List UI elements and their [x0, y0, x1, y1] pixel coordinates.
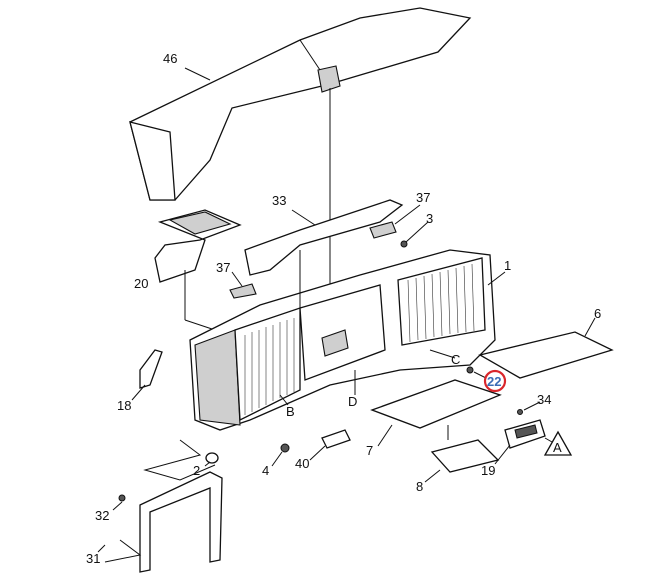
- part-37-clip-left: [229, 283, 257, 299]
- part-18-bracket: [139, 349, 163, 389]
- part-40-connector: [321, 429, 351, 449]
- callout-31: 31: [86, 551, 100, 566]
- callout-33: 33: [272, 193, 286, 208]
- part-1-instrument-panel: [189, 249, 496, 431]
- callout-19: 19: [481, 463, 495, 478]
- part-3-screw: [400, 240, 408, 248]
- part-2-grommet: [205, 452, 219, 464]
- reference-triangle-a: [543, 430, 573, 456]
- callout-3: 3: [426, 211, 433, 226]
- part-46-top-trim: [129, 7, 472, 201]
- part-6-panel: [478, 331, 614, 379]
- part-33-upper-trim: [244, 199, 404, 276]
- callout-7: 7: [366, 443, 373, 458]
- callout-18: 18: [117, 398, 131, 413]
- part-4-bolt: [280, 443, 290, 453]
- part-32-clip: [118, 494, 126, 502]
- callout-46: 46: [163, 51, 177, 66]
- part-31-frame: [139, 471, 223, 573]
- callout-4: 4: [262, 463, 269, 478]
- callout-1: 1: [504, 258, 511, 273]
- callout-6: 6: [594, 306, 601, 321]
- callout-22: 22: [487, 374, 501, 389]
- callout-d: D: [348, 394, 357, 409]
- callout-8: 8: [416, 479, 423, 494]
- callout-c: C: [451, 352, 460, 367]
- callout-32: 32: [95, 508, 109, 523]
- part-7-panel: [370, 379, 502, 429]
- callout-37: 37: [416, 190, 430, 205]
- part-20-cover: [154, 209, 242, 283]
- callout-37: 37: [216, 260, 230, 275]
- callout-40: 40: [295, 456, 309, 471]
- callout-2: 2: [193, 463, 200, 478]
- callout-34: 34: [537, 392, 551, 407]
- part-19-switch: [504, 419, 546, 449]
- callout-b: B: [286, 404, 295, 419]
- callout-20: 20: [134, 276, 148, 291]
- callout-a: A: [553, 440, 562, 455]
- part-22-clip: [466, 366, 474, 374]
- part-37-clip-right: [369, 221, 397, 239]
- part-34-screw: [517, 409, 523, 415]
- highlight-circle-22: [483, 369, 507, 393]
